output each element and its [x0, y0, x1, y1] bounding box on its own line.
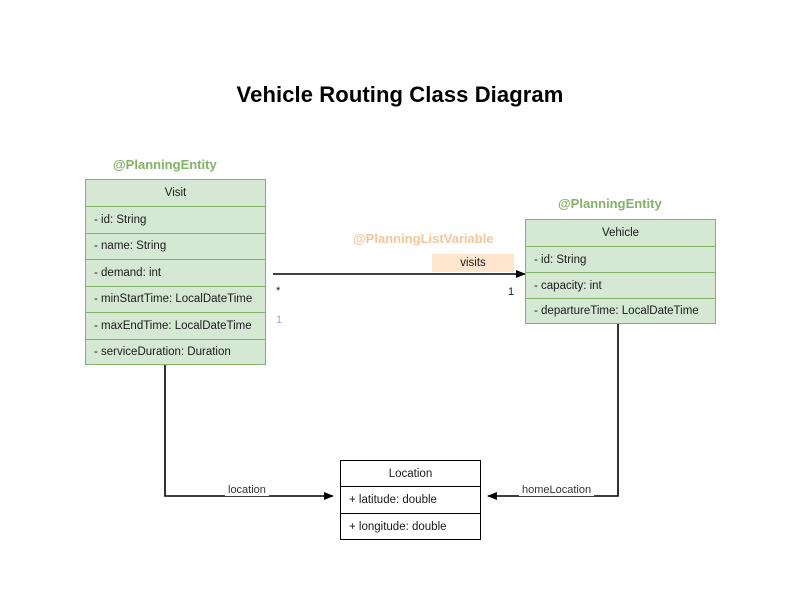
edge-label-visits[interactable]: visits	[432, 254, 514, 272]
class-attribute: + latitude: double	[340, 486, 481, 513]
multiplicity-visit-location-side: 1	[276, 314, 283, 326]
class-attribute: - name: String	[85, 232, 266, 259]
visit-stereotype-label: @PlanningEntity	[113, 157, 217, 172]
vehicle-stereotype-label: @PlanningEntity	[558, 196, 662, 211]
class-attribute: - serviceDuration: Duration	[85, 338, 266, 365]
edge-visit-location	[164, 362, 334, 500]
visits-stereotype-label: @PlanningListVariable	[353, 231, 494, 246]
class-attribute: + longitude: double	[340, 513, 481, 540]
class-name-vehicle: Vehicle	[525, 219, 716, 246]
multiplicity-visit-side: *	[276, 285, 281, 297]
class-box-vehicle[interactable]: Vehicle - id: String - capacity: int - d…	[525, 219, 716, 324]
class-attribute: - capacity: int	[525, 272, 716, 298]
class-attribute: - demand: int	[85, 259, 266, 286]
class-attribute: - minStartTime: LocalDateTime	[85, 285, 266, 312]
class-attribute: - id: String	[525, 246, 716, 272]
class-box-location[interactable]: Location + latitude: double + longitude:…	[340, 460, 481, 540]
class-name-visit: Visit	[85, 179, 266, 206]
class-attribute: - id: String	[85, 206, 266, 233]
class-attribute: - departureTime: LocalDateTime	[525, 298, 716, 324]
class-name-location: Location	[340, 460, 481, 486]
multiplicity-vehicle-side: 1	[508, 286, 515, 298]
class-box-visit[interactable]: Visit - id: String - name: String - dema…	[85, 179, 266, 365]
page-title: Vehicle Routing Class Diagram	[236, 82, 564, 107]
edge-vehicle-home-location	[487, 323, 619, 500]
edge-label-location[interactable]: location	[225, 484, 269, 496]
class-attribute: - maxEndTime: LocalDateTime	[85, 312, 266, 339]
edge-label-home-location[interactable]: homeLocation	[519, 484, 595, 496]
